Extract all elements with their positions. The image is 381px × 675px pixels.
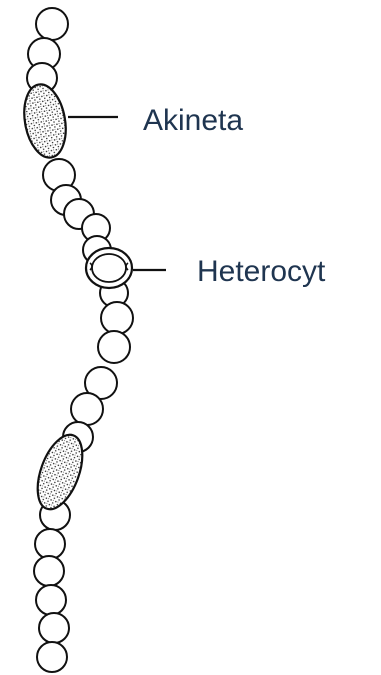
akinete-cell (19, 81, 71, 161)
vegetative-cell (35, 529, 65, 559)
vegetative-cell (98, 331, 130, 363)
akinetes (19, 81, 91, 515)
label-heterocyt: Heterocyt (197, 255, 325, 289)
vegetative-cell (39, 613, 69, 643)
label-akineta: Akineta (143, 104, 243, 138)
heterocyst-inner-wall (92, 254, 126, 282)
heterocyst-cell (86, 248, 132, 288)
vegetative-cell (71, 393, 103, 425)
vegetative-cell (36, 585, 66, 615)
vegetative-cell (36, 8, 68, 40)
vegetative-cell (37, 642, 67, 672)
vegetative-cell (101, 302, 133, 334)
vegetative-cell (34, 556, 64, 586)
